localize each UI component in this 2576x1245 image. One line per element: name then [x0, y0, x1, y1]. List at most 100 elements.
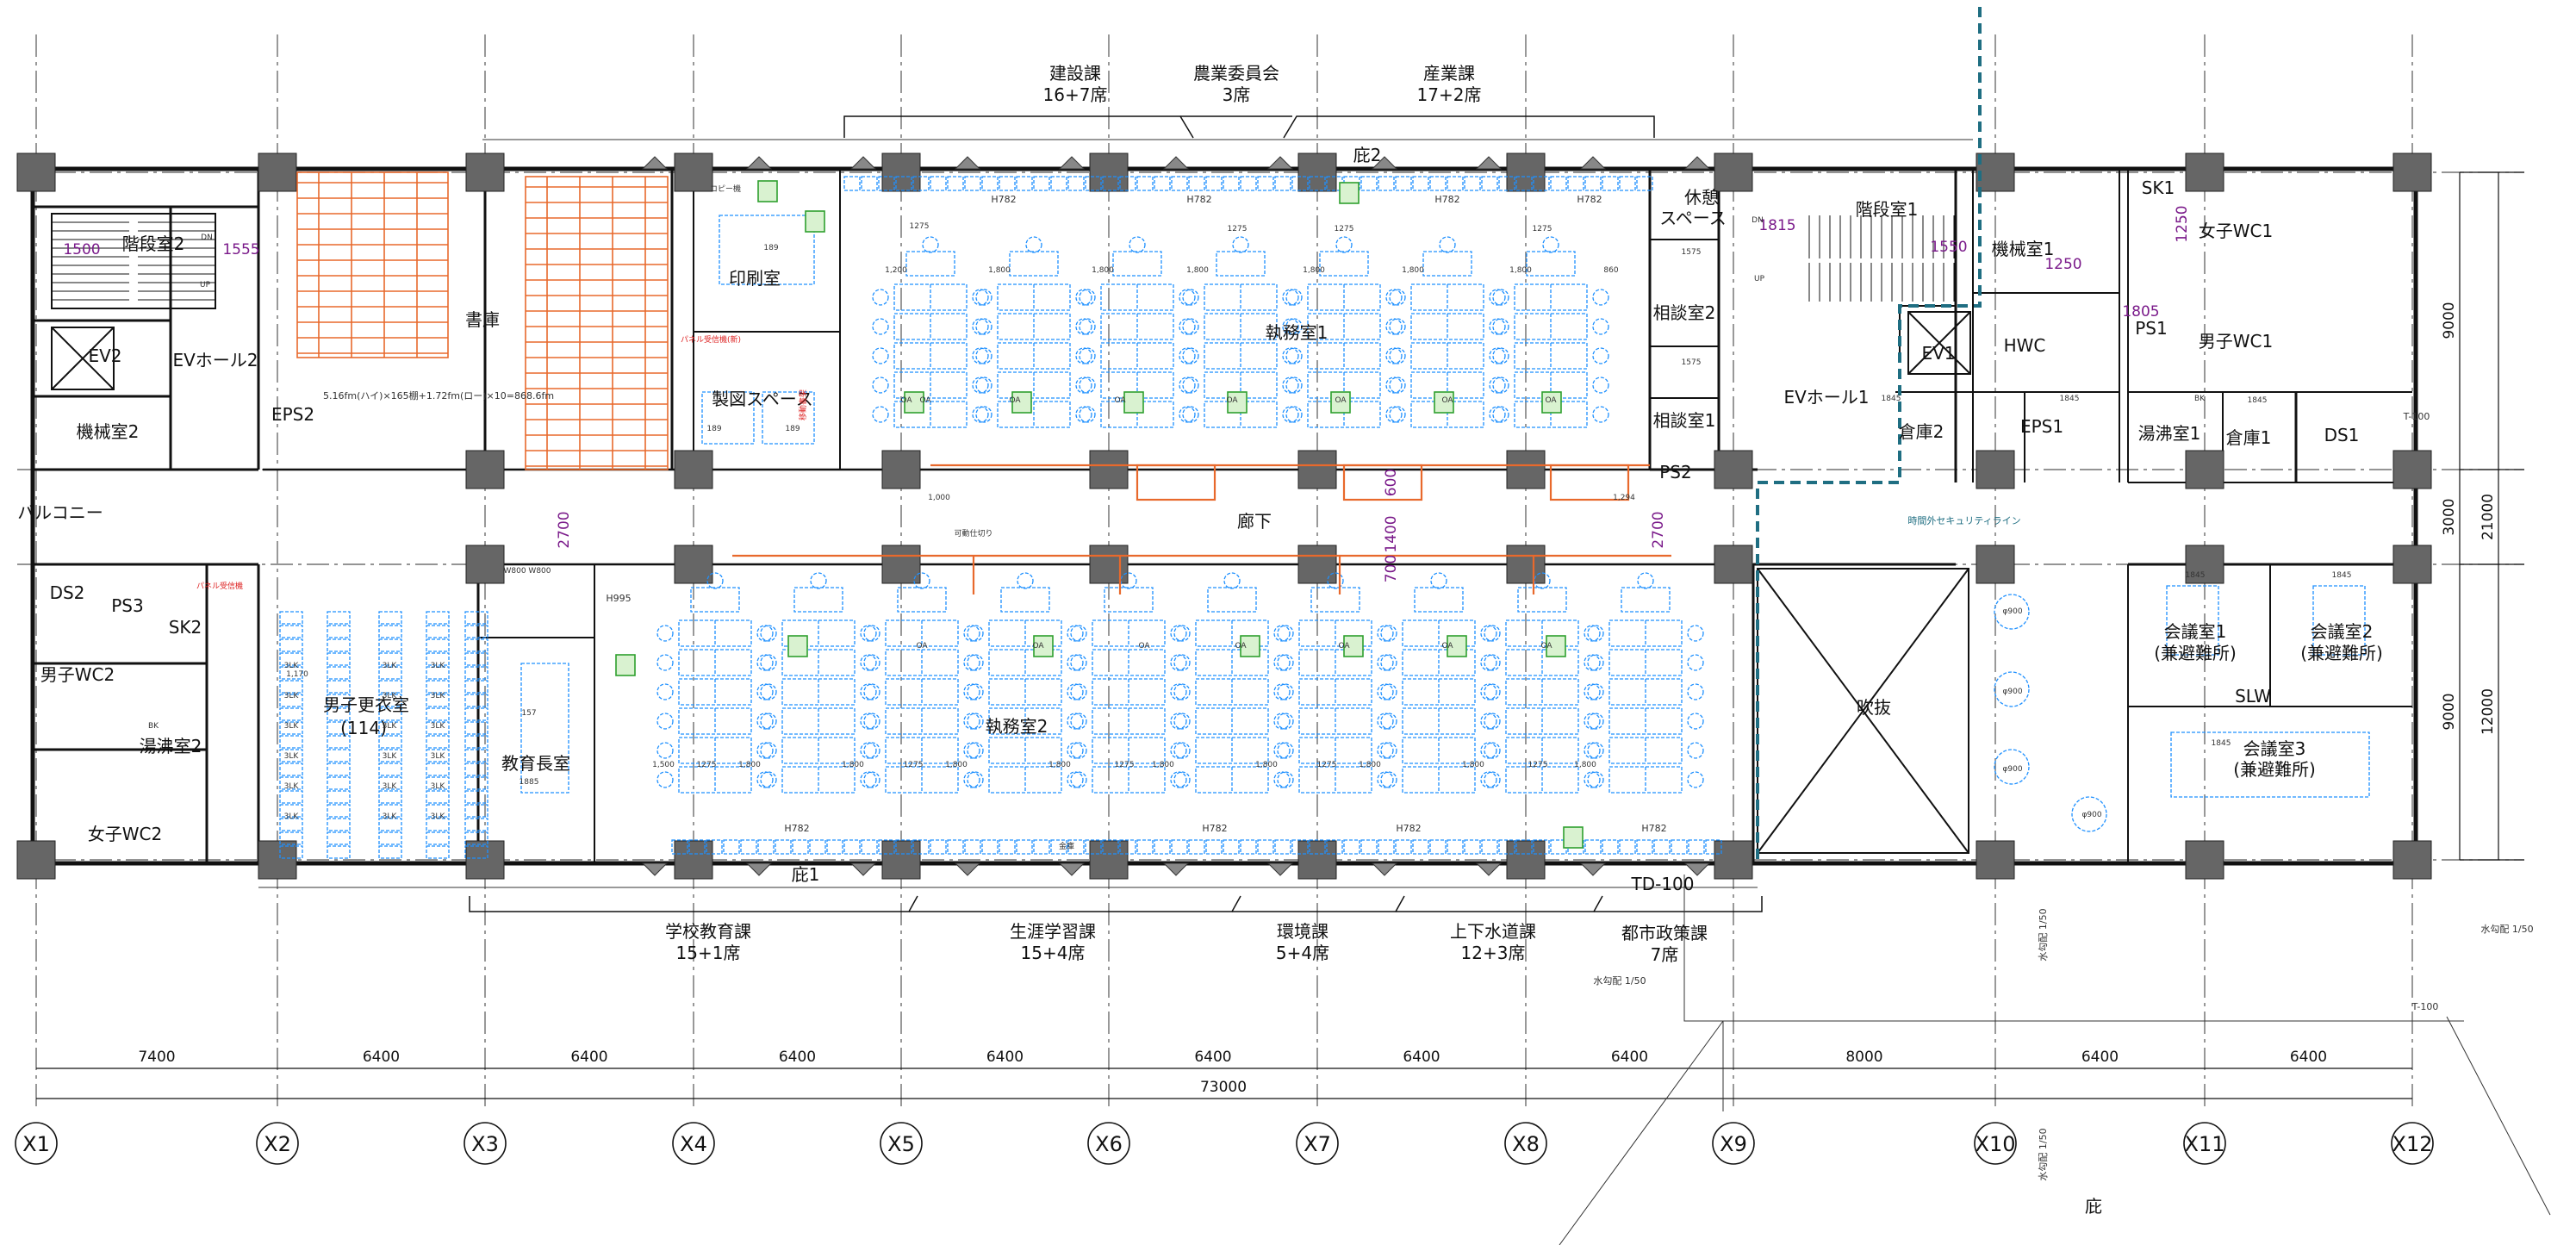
storage-cabinet: [1291, 176, 1309, 191]
grid-bubble: [672, 1122, 715, 1165]
stair-direction: UP: [1754, 275, 1765, 283]
room-storage-1: 倉庫1: [2226, 427, 2272, 448]
dimension-accent: 1250: [2174, 205, 2191, 242]
storage-cabinet: [1274, 839, 1291, 855]
locker: [464, 707, 488, 721]
locker: [464, 625, 488, 638]
storage-cabinet: [1464, 176, 1481, 191]
storage-cabinet: [912, 176, 930, 191]
chief-desk: [520, 663, 569, 794]
oa-label: OA: [1545, 396, 1557, 405]
chair: [967, 742, 984, 759]
column: [465, 545, 505, 584]
archive-shelves: [296, 171, 669, 470]
locker-label: 3LK: [284, 812, 300, 821]
elevator-shafts: [51, 311, 1971, 854]
span-dimension: 6400: [1611, 1049, 1648, 1066]
chair: [863, 625, 880, 642]
storage-cabinet: [1050, 839, 1067, 855]
chief-desk: [1319, 251, 1369, 277]
equipment-size-label: 189: [763, 244, 778, 252]
grid-label: X10: [1976, 1132, 2016, 1156]
column: [465, 840, 505, 880]
storage-cabinet: [1515, 839, 1533, 855]
locker: [279, 680, 303, 694]
storage-cabinet: [1619, 176, 1636, 191]
chair: [1489, 289, 1506, 306]
stair-2-treads: [51, 213, 216, 309]
column: [1976, 450, 2015, 489]
chair: [1584, 771, 1601, 788]
chair: [656, 654, 674, 671]
storage-cabinet: [1447, 839, 1464, 855]
chief-desk: [1104, 587, 1154, 613]
chair: [1067, 625, 1084, 642]
equipment-size-label: 157: [521, 709, 536, 718]
grid-bubble: [1712, 1122, 1755, 1165]
locker: [464, 845, 488, 859]
room-meeting-2: 会議室2: [2311, 621, 2374, 642]
chair: [1380, 713, 1397, 730]
round-table-label: φ900: [2081, 811, 2101, 819]
chair: [1182, 289, 1199, 306]
spacing-label: 1,800: [1462, 761, 1484, 769]
room-stair-2: 階段室2: [122, 233, 185, 254]
storage-cabinet: [1447, 176, 1464, 191]
span-dimension: 6400: [1403, 1049, 1440, 1066]
security-line: [1756, 7, 1982, 862]
chair: [1489, 377, 1506, 394]
storage-cabinet: [843, 839, 861, 855]
locker: [426, 735, 450, 749]
chair: [1492, 289, 1509, 306]
locker-label: 3LK: [284, 662, 300, 670]
chair: [1484, 625, 1501, 642]
bay-dimension: 3000: [2441, 498, 2458, 535]
chair: [860, 654, 877, 671]
storage-cabinet: [1550, 176, 1567, 191]
safe-label: 金庫: [1059, 841, 1074, 851]
locker: [464, 831, 488, 845]
grid-label: X2: [264, 1132, 291, 1156]
chair: [1282, 318, 1299, 335]
locker: [378, 845, 402, 859]
locker: [327, 735, 351, 749]
chair: [860, 683, 877, 700]
height-label: H995: [606, 593, 631, 604]
department-seats: 3席: [1223, 84, 1251, 105]
locker: [426, 666, 450, 680]
chair: [1273, 625, 1291, 642]
grid-label: X6: [1095, 1132, 1123, 1156]
storage-cabinet: [1412, 839, 1429, 855]
grid-bubble: [1296, 1122, 1339, 1165]
department-name: 建設課: [1049, 63, 1101, 84]
chair: [1377, 771, 1394, 788]
chair: [1587, 742, 1604, 759]
grid-label: X5: [887, 1132, 915, 1156]
locker: [327, 831, 351, 845]
column: [258, 840, 297, 880]
column: [1297, 545, 1337, 584]
chair: [756, 683, 774, 700]
chair: [1389, 289, 1406, 306]
span-dimension: 6400: [779, 1049, 816, 1066]
storage-cabinet: [1016, 839, 1033, 855]
department-brackets: [469, 115, 1763, 912]
locker: [378, 749, 402, 763]
dimension-accent: 1805: [2122, 303, 2159, 321]
chair: [1687, 683, 1704, 700]
chair: [1687, 713, 1704, 730]
grid-label: X11: [2185, 1132, 2225, 1156]
locker: [327, 694, 351, 707]
chair: [1542, 236, 1559, 253]
locker: [378, 611, 402, 625]
storage-cabinet: [912, 839, 930, 855]
round-table-label: φ900: [2002, 607, 2022, 616]
equipment-label: パネル受信機(新): [681, 334, 741, 345]
oa-equipment: [1434, 391, 1454, 414]
desk-width-label: 1275: [904, 761, 924, 769]
storage-cabinet: [1050, 176, 1067, 191]
bay-dimension: 9000: [2441, 302, 2458, 339]
chair: [656, 683, 674, 700]
oa-label: OA: [916, 642, 928, 651]
storage-cabinet: [878, 839, 895, 855]
